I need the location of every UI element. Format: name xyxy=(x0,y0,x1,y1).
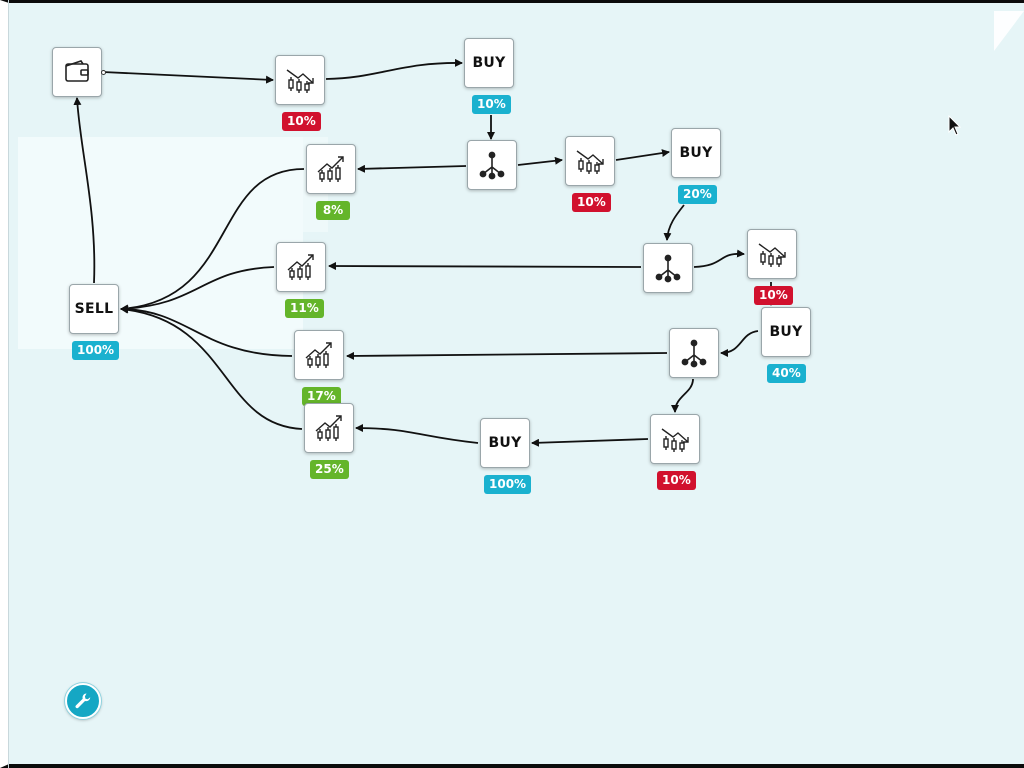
settings-wrench-button[interactable] xyxy=(65,683,101,719)
split-node[interactable] xyxy=(467,140,517,190)
candlestick-up-icon xyxy=(305,342,332,368)
buy-node[interactable]: BUY xyxy=(480,418,530,468)
sell-label: SELL xyxy=(74,301,114,317)
buy-badge: 20% xyxy=(678,185,717,204)
candlestick-down-icon xyxy=(758,243,786,267)
bearish-trend-badge: 10% xyxy=(657,471,696,490)
split-icon xyxy=(655,254,681,283)
bearish-trend-node[interactable] xyxy=(565,136,615,186)
candlestick-down-icon xyxy=(286,69,314,93)
bullish-trend-badge: 25% xyxy=(310,460,349,479)
candlestick-up-icon xyxy=(315,415,342,441)
bullish-trend-badge: 17% xyxy=(302,387,341,406)
buy-node[interactable]: BUY xyxy=(464,38,514,88)
buy-node[interactable]: BUY xyxy=(761,307,811,357)
candlestick-up-icon xyxy=(287,254,314,280)
split-icon xyxy=(681,339,707,368)
sell-badge: 100% xyxy=(72,341,120,360)
buy-badge: 100% xyxy=(484,475,532,494)
bearish-trend-node[interactable] xyxy=(747,229,797,279)
buy-badge: 40% xyxy=(767,364,806,383)
candlestick-down-icon xyxy=(661,428,689,452)
split-node[interactable] xyxy=(669,328,719,378)
buy-badge: 10% xyxy=(472,95,511,114)
buy-node[interactable]: BUY xyxy=(671,128,721,178)
candlestick-up-icon xyxy=(317,156,344,182)
bearish-trend-node[interactable] xyxy=(650,414,700,464)
canvas-left-divider xyxy=(8,0,9,768)
bearish-trend-badge: 10% xyxy=(572,193,611,212)
bullish-trend-badge: 8% xyxy=(316,201,350,220)
buy-label: BUY xyxy=(488,435,522,451)
split-icon xyxy=(479,151,505,180)
page-corner-fold xyxy=(994,11,1024,51)
wrench-icon xyxy=(75,693,91,709)
bullish-trend-node[interactable] xyxy=(304,403,354,453)
mouse-cursor-icon xyxy=(948,115,962,136)
bullish-trend-node[interactable] xyxy=(294,330,344,380)
bearish-trend-badge: 10% xyxy=(754,286,793,305)
candlestick-down-icon xyxy=(576,150,604,174)
wallet-node[interactable] xyxy=(52,47,102,97)
wallet-icon xyxy=(65,60,89,82)
bearish-trend-badge: 10% xyxy=(282,112,321,131)
canvas-highlight-region xyxy=(18,137,303,349)
bullish-trend-node[interactable] xyxy=(276,242,326,292)
split-node[interactable] xyxy=(643,243,693,293)
sell-node[interactable]: SELL xyxy=(69,284,119,334)
bullish-trend-node[interactable] xyxy=(306,144,356,194)
buy-label: BUY xyxy=(679,145,713,161)
buy-label: BUY xyxy=(769,324,803,340)
bearish-trend-node[interactable] xyxy=(275,55,325,105)
buy-label: BUY xyxy=(472,55,506,71)
bullish-trend-badge: 11% xyxy=(285,299,324,318)
